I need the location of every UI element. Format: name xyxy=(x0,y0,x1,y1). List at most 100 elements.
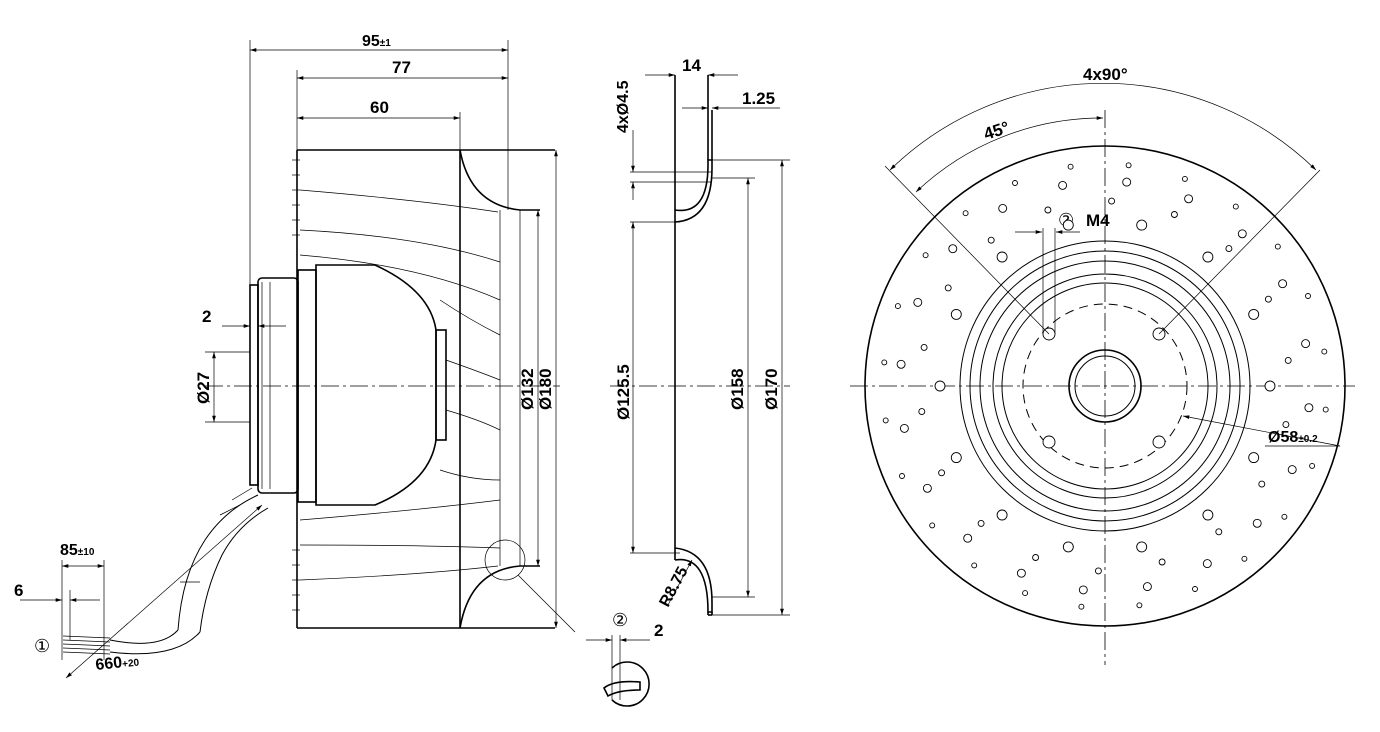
perforation-hole xyxy=(1184,194,1194,204)
dim-14-label: 14 xyxy=(682,56,701,75)
perforation-hole xyxy=(1281,513,1288,520)
motor-dome xyxy=(315,264,437,506)
perforation-hole xyxy=(1094,567,1102,575)
mounting-holes xyxy=(1042,327,1166,449)
perforation-hole xyxy=(950,452,962,464)
perforation-hole xyxy=(1322,406,1329,413)
perforation-hole xyxy=(1062,541,1074,553)
perforation-hole xyxy=(998,203,1008,213)
inlet-ring-top xyxy=(674,159,713,223)
perforation-hole xyxy=(977,519,985,527)
perforation-hole xyxy=(894,303,901,310)
cable-85-label: 85±10 xyxy=(60,542,95,559)
perforation-hole xyxy=(948,244,958,254)
perforation-hole xyxy=(950,308,962,320)
perforation-hole xyxy=(1136,541,1148,553)
perforation-hole xyxy=(1202,559,1212,569)
dim-holes-label: 4xØ4.5 xyxy=(615,80,632,133)
perforation-hole xyxy=(1067,163,1074,170)
perforation-hole xyxy=(899,423,909,433)
perforation-hole xyxy=(1301,339,1311,349)
perforation-hole xyxy=(1252,518,1262,528)
perforation-hole xyxy=(1044,206,1052,214)
perforation-hole xyxy=(922,483,932,493)
hub-flange xyxy=(249,284,259,486)
perforation-hole xyxy=(1215,528,1223,536)
perforation-hole xyxy=(987,236,995,244)
hub-body xyxy=(257,277,299,494)
perforation-hole xyxy=(1321,348,1328,355)
perforation-hole xyxy=(1309,462,1316,469)
perforation-hole xyxy=(1278,279,1288,289)
perforation-hole xyxy=(1264,295,1272,303)
cable xyxy=(62,487,269,655)
section-view: Ø125.5 Ø158 Ø170 4xØ4.5 14 1.25 R8.75 xyxy=(610,56,790,616)
perforation-hole xyxy=(1248,452,1260,464)
perforation-hole xyxy=(922,252,929,259)
perforation-hole xyxy=(1078,585,1088,595)
perforation-hole xyxy=(1142,582,1152,592)
perforation-hole xyxy=(1304,403,1314,413)
cable-6-label: 6 xyxy=(14,581,23,600)
perforation-hole xyxy=(1258,480,1266,488)
perforation-hole xyxy=(934,380,946,392)
perforation-hole xyxy=(1202,509,1214,521)
perforation-hole xyxy=(1202,251,1214,263)
perforation-hole xyxy=(1125,162,1132,169)
perforation-holes xyxy=(881,162,1329,610)
perforation-hole xyxy=(1016,568,1026,578)
perforation-hole xyxy=(1192,586,1198,592)
perforation-hole xyxy=(1274,243,1281,250)
perforation-hole xyxy=(1078,603,1085,610)
perforation-hole xyxy=(1237,229,1247,239)
dim-58-label: Ø58±0.2 xyxy=(1268,429,1318,446)
hub-bore xyxy=(1068,349,1142,423)
perforation-hole xyxy=(1181,175,1188,182)
perforation-hole xyxy=(881,359,888,366)
perforation-hole xyxy=(938,469,946,477)
dim-180-label: Ø180 xyxy=(536,368,555,410)
perforation-hole xyxy=(1282,421,1290,429)
dim-95-label: 95±1 xyxy=(362,33,391,50)
detail-2-marker: ② xyxy=(612,610,628,630)
outer-rim xyxy=(864,145,1346,627)
detail-2-dim: 2 xyxy=(654,621,663,640)
perforation-hole xyxy=(1136,219,1148,231)
perforation-hole xyxy=(920,343,928,351)
perforation-hole xyxy=(1122,177,1132,187)
perforation-hole xyxy=(1225,245,1233,253)
perforation-hole xyxy=(1012,180,1018,186)
detail-2-callout xyxy=(484,539,526,581)
perforation-hole xyxy=(971,562,978,569)
perforation-hole xyxy=(1248,308,1260,320)
perforation-hole xyxy=(896,359,906,369)
perforation-hole xyxy=(1032,554,1040,561)
perforation-hole xyxy=(929,522,936,529)
perforation-hole xyxy=(1287,465,1297,475)
detail-2-circle xyxy=(611,661,650,707)
perforation-hole xyxy=(1264,380,1276,392)
dim-77-label: 77 xyxy=(392,58,411,77)
perforation-hole xyxy=(944,284,952,292)
perforation-hole xyxy=(1058,180,1068,190)
perforation-hole xyxy=(996,251,1008,263)
front-view: 4x90° 45° ② M4 Ø58±0.2 xyxy=(850,65,1355,665)
dim-60-label: 60 xyxy=(370,98,389,117)
dim-27-label: Ø27 xyxy=(194,372,213,404)
perforation-hole xyxy=(1241,555,1248,562)
perforation-hole xyxy=(1232,203,1239,210)
dim-132-label: Ø132 xyxy=(518,368,537,410)
perforation-hole xyxy=(918,408,926,416)
side-view: 95±1 77 60 xyxy=(14,33,576,679)
perforation-hole xyxy=(1158,558,1166,566)
dim-radius-label: R8.75 xyxy=(657,564,692,610)
perforation-hole xyxy=(1284,356,1292,364)
rim-hatch xyxy=(292,159,300,611)
dim-2-label: 2 xyxy=(202,307,211,326)
perforation-hole xyxy=(1136,602,1143,609)
perforation-hole xyxy=(882,417,889,424)
marker-1: ① xyxy=(34,636,50,656)
perforation-hole xyxy=(996,509,1008,521)
perforation-hole xyxy=(962,210,969,217)
